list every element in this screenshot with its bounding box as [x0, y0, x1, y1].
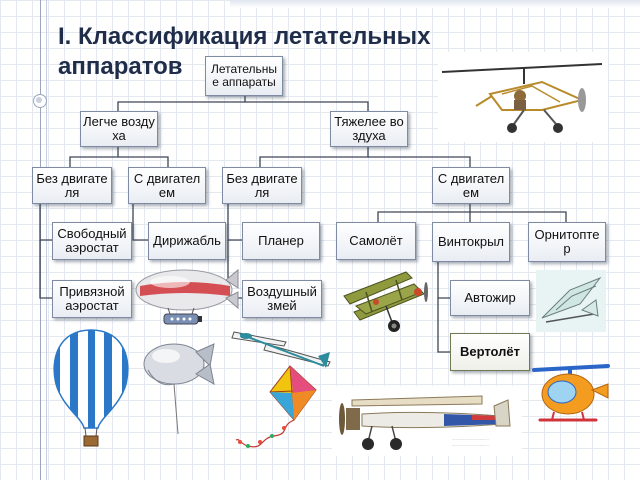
node-aircraft: Летательные аппараты: [205, 56, 283, 96]
helicopter-picture: [532, 364, 610, 422]
node-autogyro: Автожир: [450, 280, 530, 316]
glider-picture: [231, 331, 331, 368]
svg-text:..............................: .................................: [452, 442, 489, 447]
margin-ring-icon: [36, 97, 42, 103]
node-lighter-no-engine: Без двигателя: [32, 167, 112, 204]
kite-picture: [235, 365, 317, 448]
page-title: I. Классификация летательных аппаратов: [58, 23, 431, 80]
node-airplane: Самолёт: [336, 222, 416, 260]
ornithopter-picture: [536, 270, 606, 332]
airship-picture: [135, 268, 239, 325]
vintage-airplane-picture: ................................. ......…: [332, 386, 522, 456]
node-heavier-no-engine: Без двигателя: [222, 167, 302, 204]
blimp-picture: [143, 343, 215, 435]
node-kite: Воздушный змей: [242, 280, 322, 318]
autogyro-picture: [438, 52, 608, 142]
node-heavier-than-air: Тяжелее воздуха: [330, 111, 408, 147]
biplane-picture: [343, 271, 428, 332]
node-glider: Планер: [242, 222, 320, 260]
node-airship: Дирижабль: [148, 222, 226, 260]
top-decoration: [230, 0, 640, 8]
node-heavier-with-engine: С двигателем: [432, 167, 510, 204]
svg-text:..............................: .................................: [452, 436, 489, 441]
node-ornithopter: Орнитоптер: [528, 222, 606, 262]
node-lighter-with-engine: С двигателем: [128, 167, 206, 204]
node-rotorcraft: Винтокрыл: [432, 222, 510, 262]
node-free-balloon: Свободный аэростат: [52, 222, 132, 260]
node-lighter-than-air: Легче воздуха: [80, 111, 158, 147]
node-helicopter: Вертолёт: [450, 333, 530, 371]
hot-air-balloon-picture: [53, 329, 129, 447]
node-tethered-balloon: Привязной аэростат: [52, 280, 132, 318]
